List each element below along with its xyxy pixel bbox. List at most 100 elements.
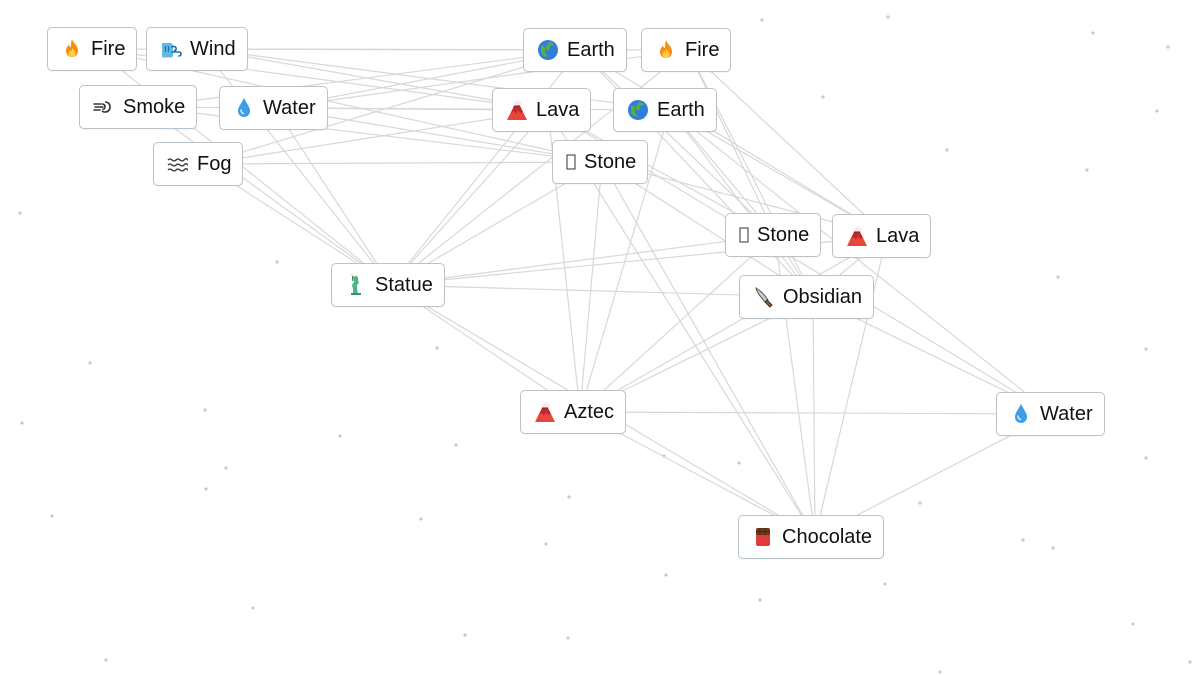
background-speck [821, 95, 825, 99]
element-tile-stone[interactable]: Stone [552, 140, 649, 184]
connection-line [687, 49, 888, 237]
background-speck [760, 18, 764, 22]
background-speck [435, 346, 439, 350]
connection-line [669, 109, 1053, 415]
element-tile-statue[interactable]: Statue [331, 263, 445, 307]
connection-line [579, 234, 776, 413]
connection-line [202, 109, 549, 165]
connection-line [601, 161, 814, 298]
connection-line [579, 411, 1053, 415]
background-speck [1021, 538, 1025, 542]
element-tile-wind[interactable]: Wind [146, 27, 248, 71]
connection-line [390, 109, 549, 286]
fog-icon [166, 152, 190, 176]
connection-line [579, 49, 888, 237]
background-speck [664, 573, 668, 577]
connection-line [202, 161, 603, 165]
background-speck [566, 636, 570, 640]
connection-line [144, 106, 392, 286]
element-tile-smoke[interactable]: Smoke [79, 85, 198, 129]
element-label: Fire [685, 38, 720, 61]
element-label: Lava [536, 98, 580, 121]
element-label: Earth [657, 98, 705, 121]
element-tile-water[interactable]: Water [219, 86, 328, 130]
element-tile-earth[interactable]: Earth [523, 28, 627, 72]
background-speck [938, 670, 942, 674]
volcano-icon [845, 224, 869, 248]
background-speck [883, 582, 887, 586]
element-label: Stone [757, 223, 810, 246]
connection-line [202, 49, 581, 165]
chocolate-bar-icon [751, 525, 775, 549]
background-speck [454, 443, 458, 447]
background-speck [463, 633, 467, 637]
element-tile-fog[interactable]: Fog [153, 142, 244, 186]
water-drop-icon [1009, 402, 1033, 426]
element-tile-lava[interactable]: Lava [492, 88, 592, 132]
missing-glyph-icon [738, 223, 750, 247]
element-tile-chocolate[interactable]: Chocolate [738, 515, 885, 559]
globe-icon [536, 38, 560, 62]
connection-line [812, 296, 816, 538]
background-speck [758, 598, 762, 602]
element-label: Stone [584, 150, 637, 173]
element-tile-lava[interactable]: Lava [832, 214, 932, 258]
element-tile-obsidian[interactable]: Obsidian [739, 275, 874, 319]
water-drop-icon [232, 96, 256, 120]
background-speck [1051, 546, 1055, 550]
connection-line [202, 48, 549, 111]
element-label: Aztec [564, 400, 615, 423]
element-label: Earth [567, 38, 615, 61]
background-speck [1091, 31, 1095, 35]
background-speck [20, 421, 24, 425]
background-speck [88, 361, 92, 365]
background-speck [1144, 347, 1148, 351]
connection-line [601, 161, 816, 538]
background-speck [1056, 275, 1060, 279]
connection-line [274, 107, 392, 286]
background-speck [1188, 660, 1192, 664]
element-label: Fire [91, 37, 126, 60]
background-speck [338, 434, 342, 438]
connection-line [579, 109, 671, 413]
volcano-icon [505, 98, 529, 122]
background-speck [1155, 109, 1159, 113]
wind-icon [159, 37, 183, 61]
volcano-icon [533, 400, 557, 424]
background-speck [224, 466, 228, 470]
connection-line [579, 235, 888, 413]
element-tile-stone[interactable]: Stone [725, 213, 822, 257]
connection-line [669, 109, 814, 298]
element-tile-water[interactable]: Water [996, 392, 1105, 436]
background-speck [104, 658, 108, 662]
element-label: Water [263, 96, 316, 119]
fire-icon [654, 38, 678, 62]
background-speck [204, 487, 208, 491]
knife-icon [752, 285, 776, 309]
connection-line [274, 107, 671, 111]
element-label: Smoke [123, 95, 186, 118]
background-speck [251, 606, 255, 610]
element-label: Chocolate [782, 525, 873, 548]
missing-glyph-icon [565, 150, 577, 174]
connection-line [144, 49, 581, 108]
connection-line [202, 48, 671, 111]
element-tile-earth[interactable]: Earth [613, 88, 717, 132]
background-speck [1085, 168, 1089, 172]
background-speck [50, 514, 54, 518]
background-speck [567, 495, 571, 499]
connection-line [687, 49, 776, 236]
element-label: Wind [190, 37, 236, 60]
element-tile-fire[interactable]: Fire [641, 28, 732, 72]
background-speck [945, 148, 949, 152]
element-tile-fire[interactable]: Fire [47, 27, 138, 71]
connection-line [579, 161, 603, 413]
element-label: Water [1040, 402, 1093, 425]
globe-icon [626, 98, 650, 122]
element-label: Statue [375, 273, 433, 296]
element-tile-aztec[interactable]: Aztec [520, 390, 627, 434]
background-speck [1144, 456, 1148, 460]
element-label: Obsidian [783, 285, 862, 308]
element-label: Fog [197, 152, 232, 175]
background-speck [419, 517, 423, 521]
